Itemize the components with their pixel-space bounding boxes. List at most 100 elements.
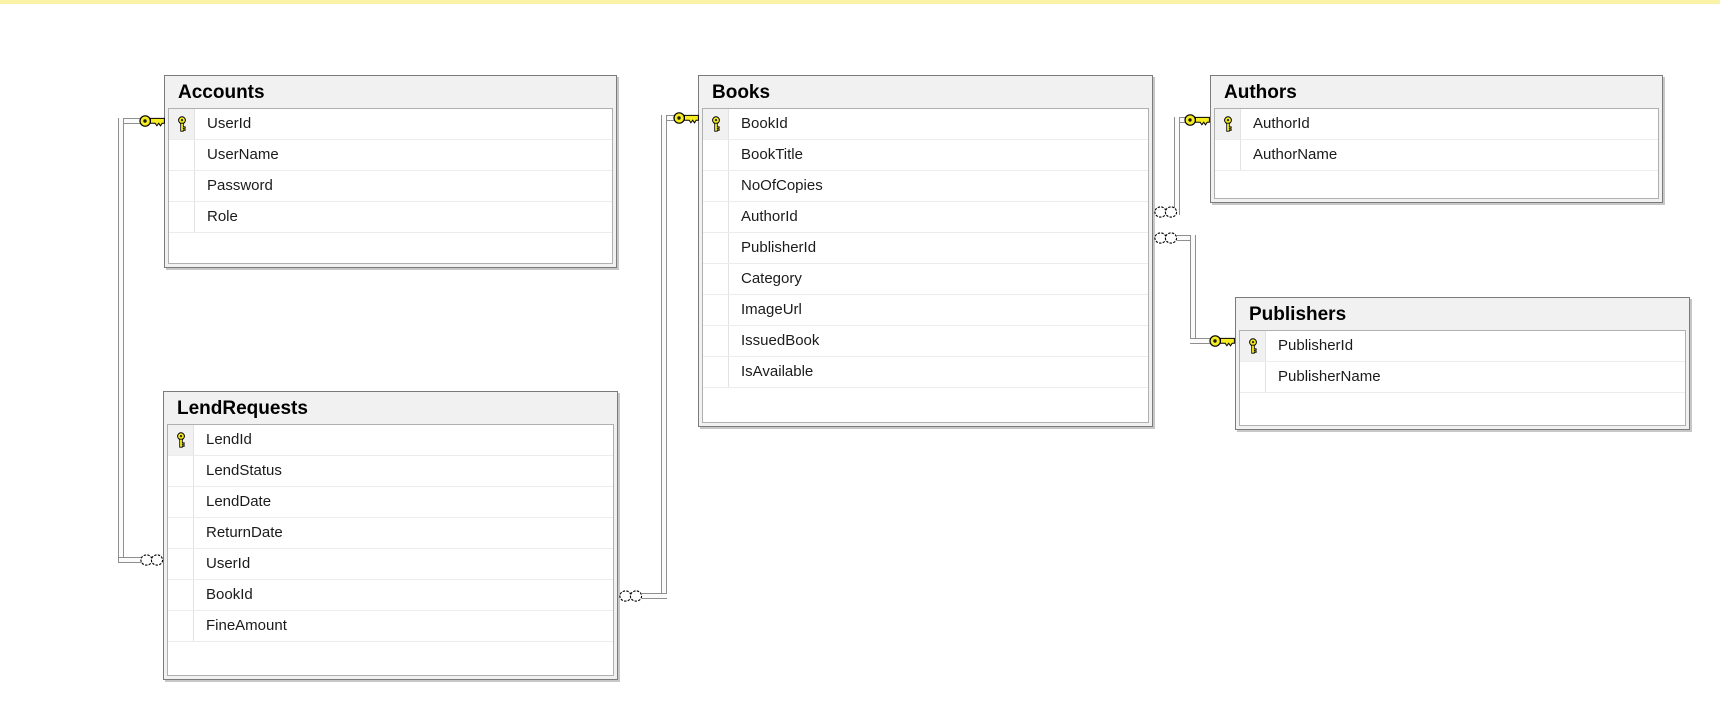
column-name: IsAvailable (741, 363, 814, 380)
relationship-line[interactable] (661, 115, 677, 121)
column-name: LendStatus (206, 462, 282, 479)
column-row[interactable]: AuthorId (703, 202, 1148, 233)
icon-cell (168, 487, 194, 517)
key-glyph (1248, 338, 1257, 354)
icon-cell (703, 357, 729, 387)
column-row[interactable]: LendStatus (168, 456, 613, 487)
icon-cell (1240, 362, 1266, 392)
icon-cell (169, 202, 195, 232)
column-name: ReturnDate (206, 524, 283, 541)
column-name: Role (207, 208, 238, 225)
column-row[interactable]: BookTitle (703, 140, 1148, 171)
relationship-line[interactable] (1190, 235, 1196, 344)
primary-key-icon (1240, 331, 1266, 361)
one-end-key-icon[interactable] (673, 111, 699, 125)
one-end-key-icon[interactable] (1209, 334, 1235, 348)
column-row[interactable]: IsAvailable (703, 357, 1148, 388)
relationship-line[interactable] (119, 118, 141, 124)
column-row[interactable]: ImageUrl (703, 295, 1148, 326)
many-end-infinity-icon[interactable] (619, 590, 643, 602)
column-row[interactable]: UserId (168, 549, 613, 580)
table-title[interactable]: LendRequests (177, 398, 308, 419)
column-row[interactable]: Category (703, 264, 1148, 295)
relationship-line[interactable] (661, 115, 667, 599)
icon-cell (703, 326, 729, 356)
many-end-infinity-icon[interactable] (140, 554, 164, 566)
relationship-line[interactable] (119, 557, 142, 563)
column-row[interactable]: LendId (168, 425, 613, 456)
icon-cell (703, 140, 729, 170)
column-name: Password (207, 177, 273, 194)
icon-cell (168, 549, 194, 579)
column-row[interactable]: IssuedBook (703, 326, 1148, 357)
column-row[interactable]: NoOfCopies (703, 171, 1148, 202)
icon-cell (169, 140, 195, 170)
key-glyph (1223, 116, 1232, 132)
column-name: BookTitle (741, 146, 803, 163)
column-row[interactable]: UserName (169, 140, 612, 171)
icon-cell (703, 233, 729, 263)
one-end-key-icon[interactable] (139, 114, 165, 128)
primary-key-icon (168, 425, 194, 455)
many-end-infinity-icon[interactable] (1154, 232, 1178, 244)
icon-cell (703, 202, 729, 232)
relationship-line[interactable] (1177, 235, 1196, 241)
column-row[interactable]: PublisherId (703, 233, 1148, 264)
table-title[interactable]: Authors (1224, 82, 1297, 103)
column-row[interactable]: LendDate (168, 487, 613, 518)
column-name: UserId (206, 555, 251, 572)
relationship-line[interactable] (1190, 338, 1214, 344)
column-row[interactable]: BookId (168, 580, 613, 611)
column-row[interactable]: AuthorId (1215, 109, 1658, 140)
icon-cell (703, 264, 729, 294)
primary-key-icon (169, 109, 195, 139)
many-end-infinity-icon[interactable] (1154, 206, 1178, 218)
icon-cell (169, 171, 195, 201)
relationship-line[interactable] (642, 593, 667, 599)
primary-key-icon (1215, 109, 1241, 139)
column-row[interactable]: Password (169, 171, 612, 202)
icon-cell (703, 295, 729, 325)
column-name: PublisherId (741, 239, 817, 256)
column-row[interactable]: UserId (169, 109, 612, 140)
column-name: PublisherName (1278, 368, 1381, 385)
table-title[interactable]: Books (712, 82, 771, 103)
key-glyph (176, 432, 185, 448)
column-name: PublisherId (1278, 337, 1354, 354)
column-name: NoOfCopies (741, 177, 823, 194)
table-title[interactable]: Accounts (178, 82, 265, 103)
column-row[interactable]: FineAmount (168, 611, 613, 642)
key-glyph (177, 116, 186, 132)
window-top-accent-bar (0, 0, 1720, 4)
column-row[interactable]: PublisherName (1240, 362, 1685, 393)
column-row[interactable]: ReturnDate (168, 518, 613, 549)
one-end-key-icon[interactable] (1184, 113, 1210, 127)
column-row[interactable]: PublisherId (1240, 331, 1685, 362)
icon-cell (168, 611, 194, 641)
table-title[interactable]: Publishers (1249, 304, 1347, 325)
relationship-line[interactable] (1174, 117, 1180, 215)
column-row[interactable]: BookId (703, 109, 1148, 140)
relationship-line[interactable] (1174, 117, 1188, 123)
column-name: UserName (207, 146, 279, 163)
column-name: AuthorId (1253, 115, 1310, 132)
column-row[interactable]: Role (169, 202, 612, 233)
icon-cell (168, 456, 194, 486)
relationship-line[interactable] (118, 118, 124, 563)
column-name: BookId (206, 586, 253, 603)
column-name: AuthorId (741, 208, 798, 225)
column-name: FineAmount (206, 617, 287, 634)
icon-cell (168, 580, 194, 610)
column-row[interactable]: AuthorName (1215, 140, 1658, 171)
primary-key-icon (703, 109, 729, 139)
